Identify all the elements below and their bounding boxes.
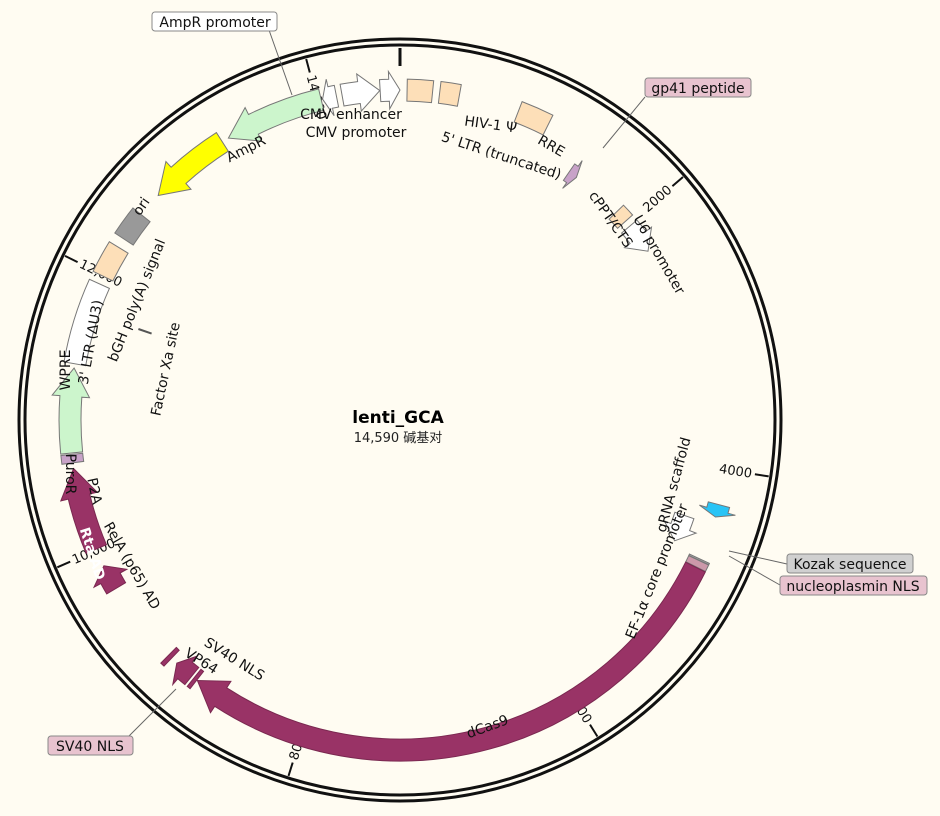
- feature-rta[interactable]: [59, 467, 108, 554]
- features: [51, 69, 736, 762]
- tick-12000: [64, 255, 79, 263]
- callout-gp41[interactable]: gp41 peptide: [602, 77, 752, 149]
- u6-label: U6 promoter: [629, 213, 687, 298]
- backbone: [17, 37, 783, 803]
- tick-4000: [754, 473, 769, 478]
- tick-10000: [56, 560, 71, 569]
- feature-bgh[interactable]: [114, 207, 151, 246]
- feature-dcas9[interactable]: [196, 561, 706, 762]
- kozak-callout-text: Kozak sequence: [794, 557, 907, 573]
- p2a-label: P2A: [83, 476, 104, 506]
- feature-u6[interactable]: [620, 219, 653, 252]
- feature-cmv-enhancer[interactable]: [378, 69, 401, 111]
- cmv-promoter-label: CMV promoter: [306, 125, 407, 141]
- tick-6000: [589, 724, 599, 738]
- tick-label-2000: 2000: [640, 183, 675, 216]
- callout-sv40-nls[interactable]: SV40 NLS: [47, 688, 177, 756]
- feature-gp41[interactable]: [562, 160, 583, 189]
- feature-hiv-psi[interactable]: [437, 80, 462, 107]
- tick-label-4000: 4000: [718, 462, 753, 482]
- rre-label: RRE: [535, 133, 568, 161]
- feature-sv40-nls-b[interactable]: [160, 646, 180, 667]
- feature-fxa[interactable]: [138, 328, 152, 335]
- callout-ampr-promoter[interactable]: AmpR promoter: [151, 11, 293, 96]
- feature-cppt[interactable]: [608, 204, 634, 230]
- feature-ampr[interactable]: [227, 88, 325, 142]
- feature-wpre[interactable]: [63, 278, 111, 367]
- sv40-nls-callout-text: SV40 NLS: [56, 739, 124, 755]
- feature-vp64[interactable]: [171, 655, 200, 687]
- feature-sv40-nls-a[interactable]: [186, 668, 205, 690]
- feature-ampr-prom[interactable]: [322, 79, 340, 116]
- feature-ltr5[interactable]: [406, 78, 435, 104]
- cmv-enhancer-label: CMV enhancer: [300, 107, 402, 123]
- tick-8000: [287, 762, 294, 777]
- feature-np-nls[interactable]: [685, 555, 710, 573]
- feature-grna[interactable]: [699, 501, 736, 518]
- np-nls-callout-text: nucleoplasmin NLS: [786, 579, 919, 595]
- feature-rela[interactable]: [92, 565, 129, 595]
- hiv-psi-label: HIV-1 Ψ: [463, 113, 518, 136]
- tick-2000: [671, 176, 684, 187]
- callout-np-nls[interactable]: nucleoplasmin NLS: [728, 555, 928, 596]
- callout-kozak[interactable]: Kozak sequence: [728, 550, 914, 574]
- fxa-label: Factor Xa site: [148, 321, 183, 417]
- puror-inside-label: PuroR: [62, 454, 78, 495]
- ampr-promoter-callout-text: AmpR promoter: [159, 15, 270, 31]
- feature-ltr3[interactable]: [92, 241, 129, 282]
- feature-rre[interactable]: [513, 100, 554, 136]
- rela-label: RelA (p65) AD: [100, 520, 163, 613]
- feature-ori[interactable]: [157, 131, 229, 197]
- plasmid-name: lenti_GCA: [352, 408, 444, 428]
- feature-p2a[interactable]: [60, 452, 85, 465]
- feature-ef1a[interactable]: [663, 511, 698, 542]
- gp41-callout-text: gp41 peptide: [651, 81, 744, 97]
- feature-puror[interactable]: [51, 367, 91, 455]
- tick-14000: [305, 58, 311, 73]
- feature-cmv-promoter[interactable]: [339, 72, 381, 113]
- plasmid-length: 14,590 碱基对: [354, 431, 443, 446]
- wpre-inside-label: WPRE: [58, 350, 74, 391]
